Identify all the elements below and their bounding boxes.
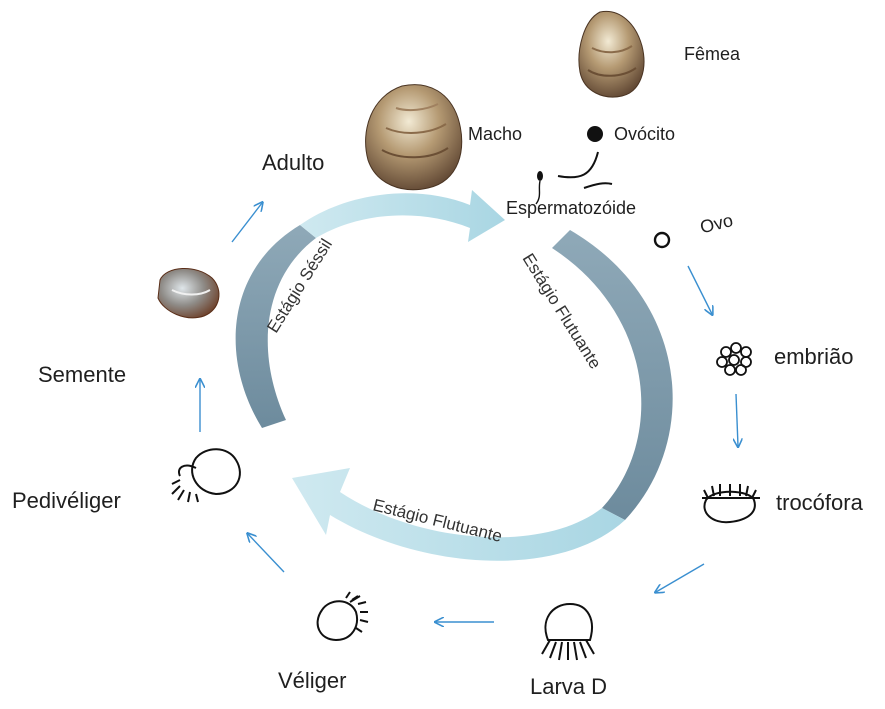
oyster-male-image bbox=[366, 85, 462, 190]
arrow-troco-larvad bbox=[656, 564, 704, 592]
embriao-icon bbox=[717, 343, 751, 375]
arrow-semente-adulto bbox=[232, 203, 262, 242]
pedivel-icon bbox=[172, 449, 240, 502]
arrow-embriao-troco bbox=[736, 394, 738, 446]
ovocito-icon bbox=[587, 126, 603, 142]
label-veliger: Véliger bbox=[278, 668, 346, 694]
trocofora-icon bbox=[702, 484, 760, 522]
label-trocofora: trocófora bbox=[776, 490, 863, 516]
fertilization-icon bbox=[558, 152, 612, 188]
arrow-ovo-embriao bbox=[688, 266, 712, 314]
label-femea: Fêmea bbox=[684, 44, 740, 65]
label-embriao: embrião bbox=[774, 344, 853, 370]
flutuante-right-arc bbox=[552, 230, 673, 520]
larva-d-icon bbox=[542, 604, 594, 660]
label-pedivel: Pedivéliger bbox=[12, 488, 121, 514]
label-larva-d: Larva D bbox=[530, 674, 607, 700]
label-espermatozoide: Espermatozóide bbox=[506, 198, 636, 219]
label-ovocito: Ovócito bbox=[614, 124, 675, 145]
label-macho: Macho bbox=[468, 124, 522, 145]
sessil-arrow-top bbox=[300, 190, 505, 242]
veliger-icon bbox=[318, 592, 368, 640]
oyster-female-image bbox=[579, 11, 644, 97]
flutuante-bottom-arrow bbox=[292, 468, 625, 561]
ovo-icon bbox=[655, 233, 669, 247]
arrow-veliger-pedi bbox=[248, 534, 284, 572]
label-adulto: Adulto bbox=[262, 150, 324, 176]
label-semente: Semente bbox=[38, 362, 126, 388]
seed-oyster-image bbox=[158, 268, 219, 317]
